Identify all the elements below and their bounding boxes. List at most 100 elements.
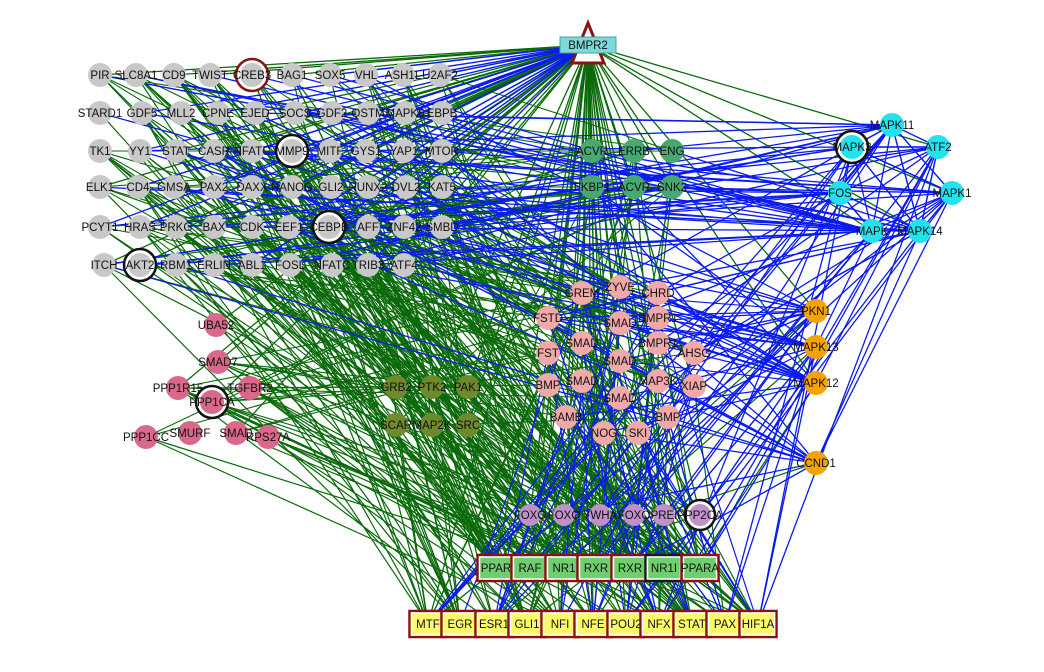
node-label: NFATC — [314, 260, 351, 272]
node-circle — [646, 281, 670, 305]
node-circle — [926, 135, 950, 159]
node-ppp1r15: PPP1R15 — [153, 376, 204, 400]
edge-mapk-blue — [629, 346, 817, 569]
node-label: SMAD — [603, 393, 636, 405]
node-circle — [394, 175, 418, 199]
node-circle — [656, 405, 680, 429]
node-casr: CASR — [198, 139, 230, 163]
node-label: MITF — [317, 146, 344, 158]
node-label: ERRB — [618, 146, 650, 158]
node-label: TK1 — [89, 146, 110, 158]
edge-salmon-blue — [592, 385, 695, 625]
node-cpne: CPNE — [202, 101, 234, 125]
node-label: SLC8A1 — [115, 70, 158, 82]
edge-mapk-blue — [756, 346, 817, 625]
node-scar: SCAR — [380, 413, 412, 437]
node-circle — [240, 253, 264, 277]
node-label: BAMB — [550, 412, 583, 424]
node-label: CDK — [240, 222, 265, 234]
node-fosl: FOSL — [275, 253, 306, 277]
node-atf2: ATF2 — [924, 135, 952, 159]
node-acvr2: ACVR — [618, 175, 650, 199]
edge-salmon-blue — [623, 380, 659, 625]
node-smad7: SMAD7 — [198, 350, 238, 374]
edge-mapk-blue — [209, 73, 873, 232]
node-label: PPP1R15 — [153, 383, 204, 395]
node-circle — [130, 101, 154, 125]
node-bmpr1b: BMPR1 — [638, 331, 678, 355]
node-pkn1: PKN1 — [801, 299, 831, 323]
node-label: SMAD — [565, 376, 598, 388]
node-circle — [804, 451, 828, 475]
node-label: KAT5 — [428, 182, 456, 194]
edge-tf-green — [103, 264, 461, 625]
node-tk1: TK1 — [88, 139, 112, 163]
node-stat: STAT — [162, 139, 190, 163]
edge-tf-green — [658, 382, 817, 625]
node-circle — [553, 504, 575, 526]
node-label: GRB2 — [380, 382, 411, 394]
node-eef1: EEF1 — [275, 215, 303, 239]
edge-salmon-blue — [547, 317, 817, 385]
node-bmpr2: BMPR2 — [559, 18, 617, 65]
node-circle — [88, 175, 112, 199]
node-label: POU2 — [610, 619, 641, 631]
node-circle — [224, 421, 248, 445]
node-pax2: PAX2 — [200, 175, 228, 199]
node-map2k: MAP2K — [413, 413, 452, 437]
node-label: MTF — [416, 619, 440, 631]
node-bmpr1: BMPR1 — [638, 306, 678, 330]
node-pax: PAX — [705, 609, 745, 639]
edge-mesh-green — [173, 186, 583, 382]
edge-bmpr2-green — [431, 44, 589, 388]
edge-cyan-blue — [871, 124, 895, 232]
node-circle — [164, 253, 188, 277]
edge-mapk-blue — [633, 230, 873, 516]
edge-mapk-blue — [693, 230, 921, 354]
node-gys1: GYS1 — [351, 139, 381, 163]
node-circle — [92, 253, 116, 277]
node-circle — [860, 219, 884, 243]
node-prei: PREI — [651, 504, 677, 526]
node-label: PIR — [90, 70, 109, 82]
node-label: NANOG — [271, 182, 313, 194]
node-label: MAP3K — [639, 376, 678, 388]
node-abl1: ABL1 — [238, 253, 266, 277]
node-ccnd1: CCND1 — [796, 451, 836, 475]
node-circle — [660, 139, 684, 163]
node-circle — [280, 175, 304, 199]
node-circle — [392, 253, 416, 277]
node-mmp9: MMP9 — [274, 133, 310, 169]
node-circle — [536, 306, 560, 330]
edge-mapk-blue — [625, 192, 953, 625]
edge-mapk-blue — [663, 310, 817, 516]
node-label: GMSA — [157, 182, 191, 194]
node-circle — [804, 371, 828, 395]
edge-mesh-green — [217, 361, 397, 388]
node-gli1: GLI1 — [507, 609, 547, 639]
node-circle — [682, 341, 706, 365]
edge-mapk-blue — [175, 146, 939, 268]
node-mapk14: MAPK14 — [897, 219, 943, 243]
edge-mapk-blue — [693, 192, 953, 354]
node-circle — [200, 390, 224, 414]
edge-tf-green — [547, 317, 759, 625]
node-label: PPARA — [681, 563, 719, 575]
node-circle — [430, 101, 454, 125]
edge-bmpr2-green — [587, 44, 939, 148]
edge-bmpr2-green — [529, 44, 589, 516]
node-znf42: ZNF42 — [386, 215, 422, 239]
node-label: ITCH — [91, 260, 118, 272]
node-akt2: AKT2 — [122, 247, 158, 283]
node-label: ELK1 — [86, 182, 114, 194]
node-label: AHSG — [678, 348, 711, 360]
node-smad-b: SMAD — [565, 331, 599, 355]
node-label: BMP — [536, 380, 561, 392]
node-ppp1cc: PPP1CC — [123, 425, 169, 449]
node-fst: FST — [536, 341, 560, 365]
node-circle — [356, 175, 380, 199]
node-fos: FOS — [828, 181, 852, 205]
edge-mapk-blue — [139, 146, 939, 230]
node-circle — [202, 175, 226, 199]
node-circle — [623, 504, 645, 526]
